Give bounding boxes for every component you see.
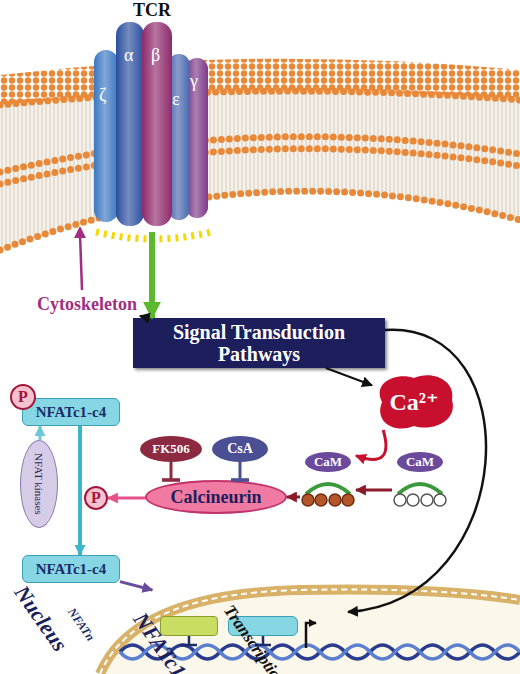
tcr-receptor	[142, 22, 172, 226]
lipid-bilayer	[0, 91, 520, 250]
calmodulin-shape	[398, 484, 442, 494]
tcr-receptor	[116, 22, 144, 226]
drug-oval: CsA	[212, 436, 268, 462]
receptor-node: TCR	[88, 0, 216, 232]
protein-box: NFATn	[160, 616, 218, 636]
arrow-connector	[108, 497, 145, 500]
inhibition-connector	[239, 462, 242, 480]
phosphate-circle: P	[10, 384, 36, 410]
node-text: TCR	[88, 0, 216, 20]
calmodulin-shape	[394, 494, 406, 506]
node-text: P	[18, 389, 28, 405]
cytoskeleton-arrow	[80, 234, 82, 290]
calmodulin: CaM	[300, 452, 356, 512]
drug-oval: FK506	[140, 436, 202, 462]
arrow-connector	[39, 426, 42, 440]
calmodulin-shape	[421, 494, 433, 506]
phosphate-circle: P	[84, 486, 108, 510]
calmodulin-shape	[302, 494, 314, 506]
calmodulin-shape	[315, 494, 327, 506]
node-text: Ca²⁺	[389, 387, 438, 416]
node-text: Cytoskeleton	[37, 294, 137, 315]
protein-box: NFATc1-c4	[22, 398, 120, 426]
enzyme-ellipse: Calcineurin	[145, 480, 287, 514]
node-text: NFATn	[64, 605, 134, 674]
arrow-connector	[78, 426, 82, 555]
node-text: CaM	[397, 452, 443, 472]
inhibition-connector	[170, 462, 173, 480]
target-text: Cytoskeleton	[32, 292, 142, 316]
arrow-connector	[287, 496, 300, 499]
inhibition-bars	[181, 636, 197, 645]
lipid-bilayer	[0, 59, 520, 250]
chain-label: α	[124, 46, 133, 64]
tcr-receptor	[94, 50, 118, 222]
cytoskeleton-arrow	[74, 226, 86, 290]
signal-dashes	[96, 232, 212, 239]
node-text: CaM	[305, 452, 351, 472]
tcr-receptor	[142, 22, 172, 226]
lipid-bilayer	[0, 149, 520, 184]
arrow-connector	[140, 316, 149, 318]
arrow-connector	[356, 430, 386, 459]
output-text: Transcription	[318, 612, 428, 634]
nucleus-region: NucleusNFATnNFATc1-c4Transcription	[110, 590, 520, 674]
node-text: P	[91, 490, 101, 506]
node-text: NFATc1-c4	[36, 404, 107, 421]
tcr-receptor	[94, 50, 118, 222]
arrow-connector	[326, 368, 372, 385]
tcr-receptor	[116, 22, 144, 226]
arrow-connector	[356, 489, 392, 492]
chain-label: ζ	[99, 86, 106, 104]
calmodulin-shape	[407, 494, 419, 506]
kinase-ellipse: NFAT kinases	[20, 440, 58, 528]
process-box: Signal Transduction Pathways	[133, 318, 385, 368]
transcription-start-arrow	[306, 623, 316, 648]
arrow-connector	[120, 582, 152, 590]
blob-shape	[380, 375, 453, 428]
node-text: FK506	[152, 441, 190, 457]
node-text: Signal Transduction Pathways	[133, 321, 385, 365]
lipid-bilayer	[0, 91, 520, 250]
arrow-connector	[149, 232, 155, 318]
node-text: CsA	[227, 441, 253, 457]
chain-label: γ	[190, 72, 198, 90]
calmodulin-shape	[434, 494, 446, 506]
node-text: Transcription	[219, 601, 293, 674]
lipid-bilayer	[0, 91, 520, 105]
calmodulin-shape	[306, 484, 350, 494]
chain-label: ε	[172, 90, 180, 108]
calmodulin-shape	[329, 494, 341, 506]
ion-blob: Ca²⁺	[372, 372, 456, 430]
cytoskeleton-arrow	[74, 226, 86, 238]
arrow-connector	[348, 330, 486, 612]
tcr-receptor	[94, 22, 208, 226]
lipid-bilayer	[0, 191, 520, 250]
calmodulin-shape	[342, 494, 354, 506]
calmodulin: CaM	[392, 452, 448, 512]
node-text: NFATc1-c4	[36, 561, 107, 578]
node-text: NFAT kinases	[33, 453, 45, 515]
chain-label: β	[151, 46, 160, 64]
node-text: Calcineurin	[170, 487, 261, 508]
protein-box: NFATc1-c4	[22, 555, 120, 583]
